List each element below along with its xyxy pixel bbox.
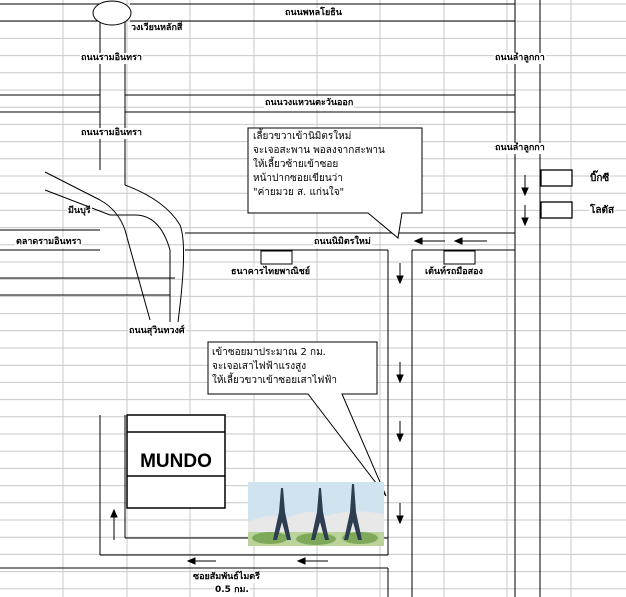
top-callout-bubble — [247, 127, 423, 239]
lotus-label: โลตัส — [589, 205, 616, 216]
top-callout-line: จะเจอสะพาน พอลงจากสะพาน — [253, 145, 385, 156]
lam-luk-ka-label-2: ถนนลำลูกกา — [494, 143, 546, 154]
ring-road-label: ถนนวงแหวนตะวันออก — [264, 98, 355, 109]
big-c-marker — [540, 169, 573, 187]
min-buri-label: มีนบุรี — [67, 206, 92, 217]
distance-label: 0.5 กม. — [214, 585, 250, 596]
bottom-callout-line: เข้าซอยมาประมาณ 2 กม. — [212, 347, 326, 358]
tent-label: เต้นท์รถมือสอง — [424, 267, 484, 278]
ram-inthra-label-1: ถนนรามอินทรา — [80, 53, 143, 64]
lam-luk-ka-label-1: ถนนลำลูกกา — [494, 53, 546, 64]
eiffel-tower-icon — [248, 482, 384, 546]
bottom-callout-line: จะเจอเสาไฟฟ้าแรงสูง — [212, 361, 307, 372]
mundo-building — [126, 414, 226, 509]
tent-marker — [443, 250, 476, 265]
suwinthawong-label: ถนนสุวินทวงศ์ — [128, 326, 186, 337]
soi-samphan-label: ซอยสัมพันธ์ไมตรี — [192, 572, 261, 583]
bottom-callout-line: ให้เลี้ยวขวาเข้าซอยเสาไฟฟ้า — [212, 375, 338, 386]
talad-ram-inthra-label: ตลาดรามอินทรา — [15, 237, 83, 248]
bank-label: ธนาคารไทยพาณิชย์ — [230, 267, 312, 278]
top-callout-line: "ค่ายมวย ส. แก่นใจ" — [253, 187, 345, 198]
mundo-label: MUNDO — [140, 451, 212, 472]
top-callout-line: หน้าปากซอยเขียนว่า — [253, 173, 343, 184]
top-callout-line: ให้เลี้ยวซ้ายเข้าซอย — [253, 159, 339, 170]
circle-label: วงเวียนหลักสี่ — [130, 23, 184, 34]
direction-arrows — [110, 175, 529, 565]
top-callout-line: เลี้ยวขวาเข้านิมิตรใหม่ — [253, 131, 352, 142]
phahon-yothin-label: ถนนพหลโยธิน — [284, 8, 343, 19]
roundabout-icon — [92, 0, 132, 26]
lotus-marker — [540, 201, 573, 219]
ram-inthra-label-2: ถนนรามอินทรา — [80, 128, 143, 139]
big-c-label: บิ๊กซี — [589, 173, 611, 184]
bottom-callout-text: เข้าซอยมาประมาณ 2 กม. จะเจอเสาไฟฟ้าแรงสู… — [212, 346, 337, 388]
top-callout-text: เลี้ยวขวาเข้านิมิตรใหม่ จะเจอสะพาน พอลงจ… — [253, 130, 385, 200]
nimit-mai-label: ถนนนิมิตรใหม่ — [313, 237, 372, 248]
bank-marker — [260, 250, 293, 265]
bottom-callout-bubble — [207, 341, 387, 497]
